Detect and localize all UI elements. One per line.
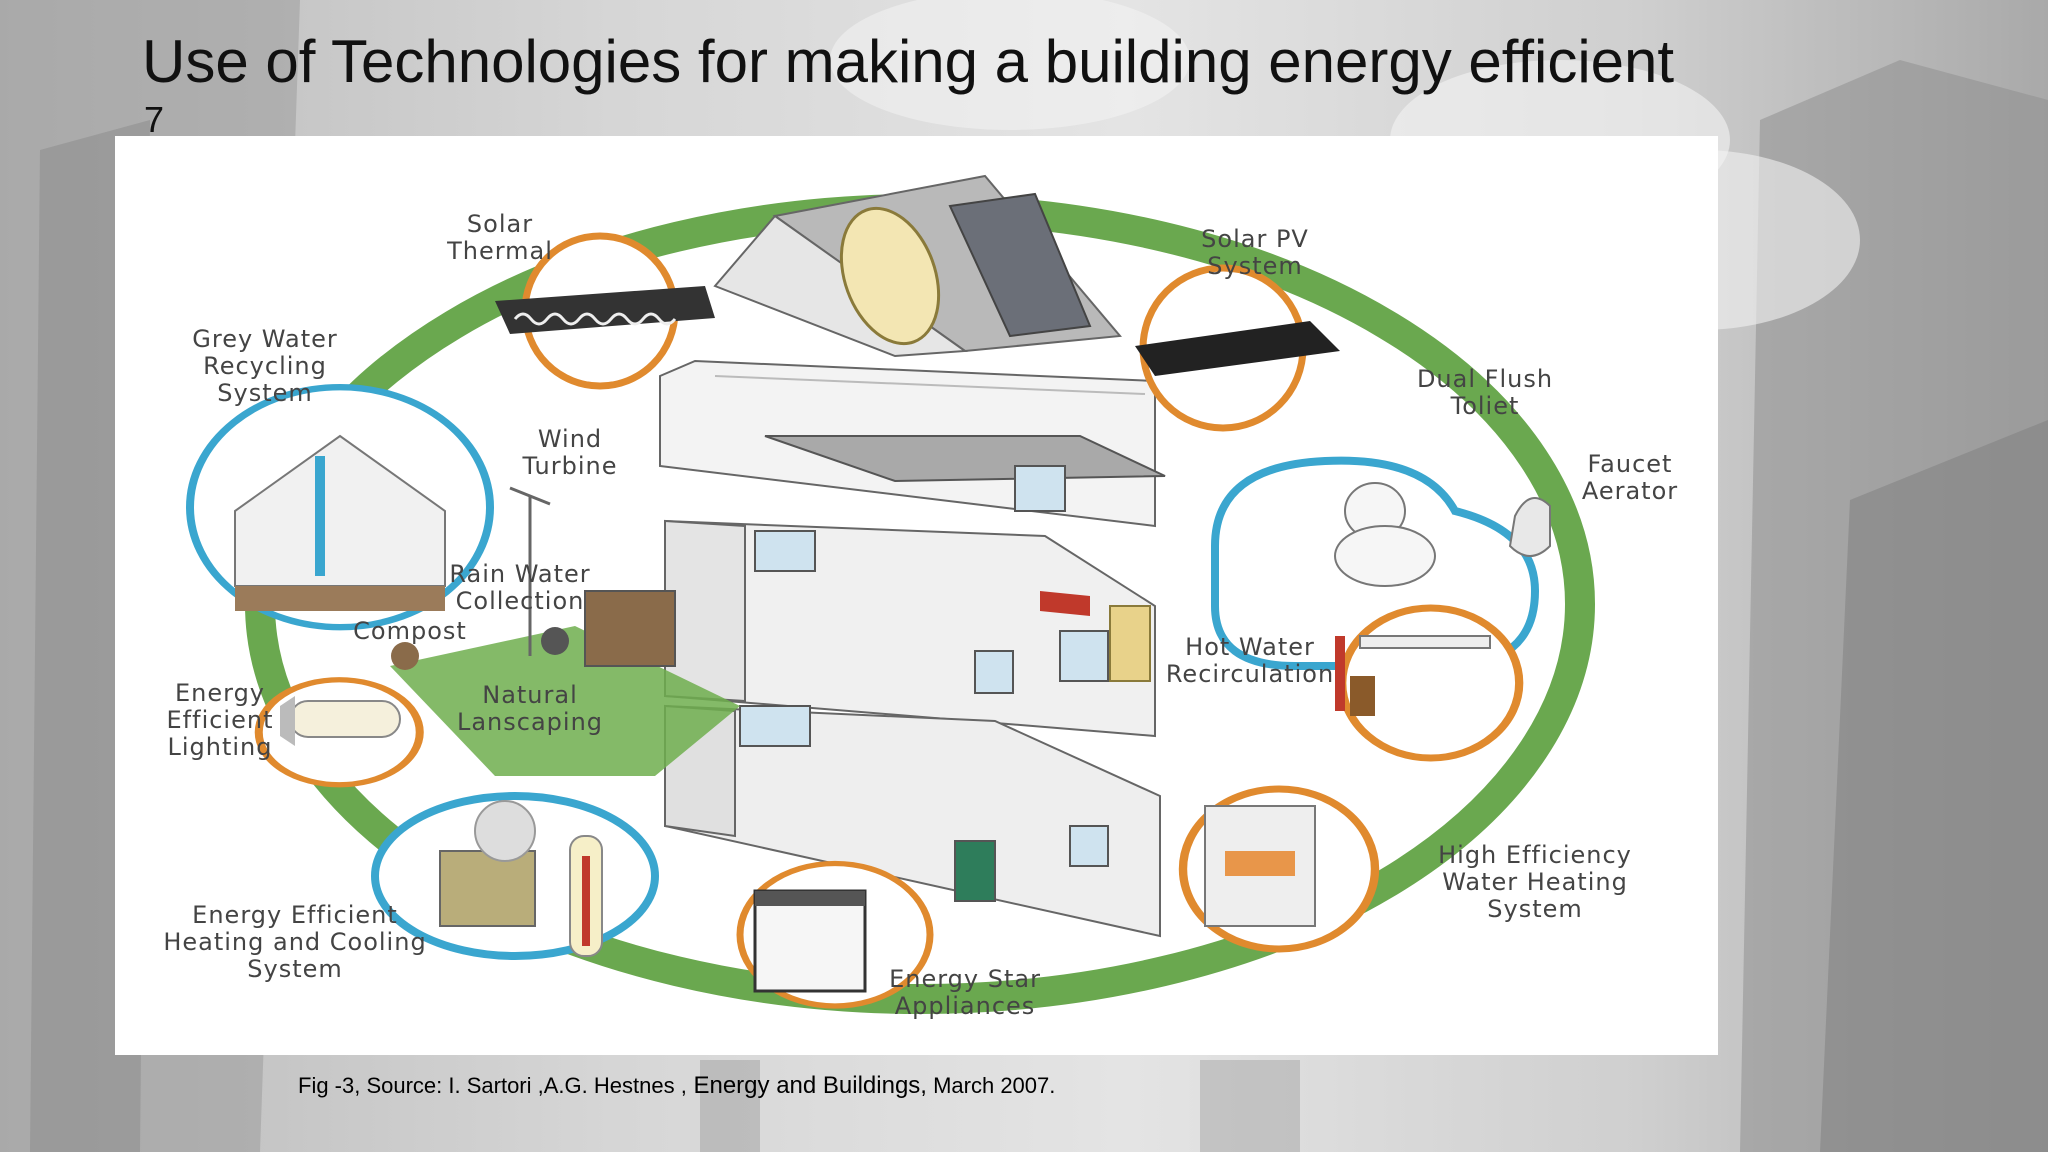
upper-floor-illustration xyxy=(659,359,1166,528)
label-wind-turbine: Wind Turbine xyxy=(522,425,618,480)
water-heating-callout xyxy=(1178,785,1380,953)
label-hot-water: Hot Water Recirculation xyxy=(1165,633,1335,688)
ground-floor-illustration xyxy=(664,704,1161,938)
label-water-heating: High Efficiency Water Heating System xyxy=(1438,841,1632,923)
energy-star-callout xyxy=(736,860,934,1009)
solar-thermal-callout xyxy=(495,232,715,390)
label-solar-thermal: Solar Thermal xyxy=(447,210,553,265)
label-energy-star: Energy Star Appliances xyxy=(889,965,1041,1020)
label-compost: Compost xyxy=(353,617,467,645)
slide-title: Use of Technologies for making a buildin… xyxy=(142,28,1675,95)
roof-illustration xyxy=(713,174,1122,358)
heating-cooling-callout xyxy=(371,792,659,960)
solar-pv-callout xyxy=(1135,264,1340,432)
label-energy-efficient-lighting: Energy Efficient Lighting xyxy=(166,679,274,761)
middle-floor-illustration xyxy=(664,519,1156,738)
label-grey-water: Grey Water Recycling System xyxy=(192,325,338,407)
building-illustration xyxy=(186,174,1595,1014)
label-natural-landscaping: Natural Lanscaping xyxy=(456,681,604,736)
lighting-callout xyxy=(254,677,424,788)
caption-prefix: Fig -3, Source: I. Sartori ,A.G. Hestnes… xyxy=(298,1073,687,1098)
slide-number: 7 xyxy=(144,99,165,140)
hot-water-callout xyxy=(1335,604,1524,762)
garden-illustration xyxy=(390,486,740,776)
label-solar-pv: Solar PV System xyxy=(1201,225,1309,280)
label-dual-flush: Dual Flush Toliet xyxy=(1416,365,1554,420)
caption-journal: Energy and Buildings, xyxy=(686,1072,927,1099)
caption-date: March 2007. xyxy=(926,1073,1056,1098)
energy-efficient-building-figure: Solar Thermal Solar PV System Grey Water… xyxy=(115,136,1718,1055)
grey-water-callout xyxy=(186,384,494,631)
label-heating-cooling: Energy Efficient Heating and Cooling Sys… xyxy=(163,901,427,983)
label-faucet-aerator: Faucet Aerator xyxy=(1581,450,1679,505)
figure-caption: Fig -3, Source: I. Sartori ,A.G. Hestnes… xyxy=(298,1072,1055,1100)
label-rain-water: Rain Water Collection xyxy=(449,560,591,615)
